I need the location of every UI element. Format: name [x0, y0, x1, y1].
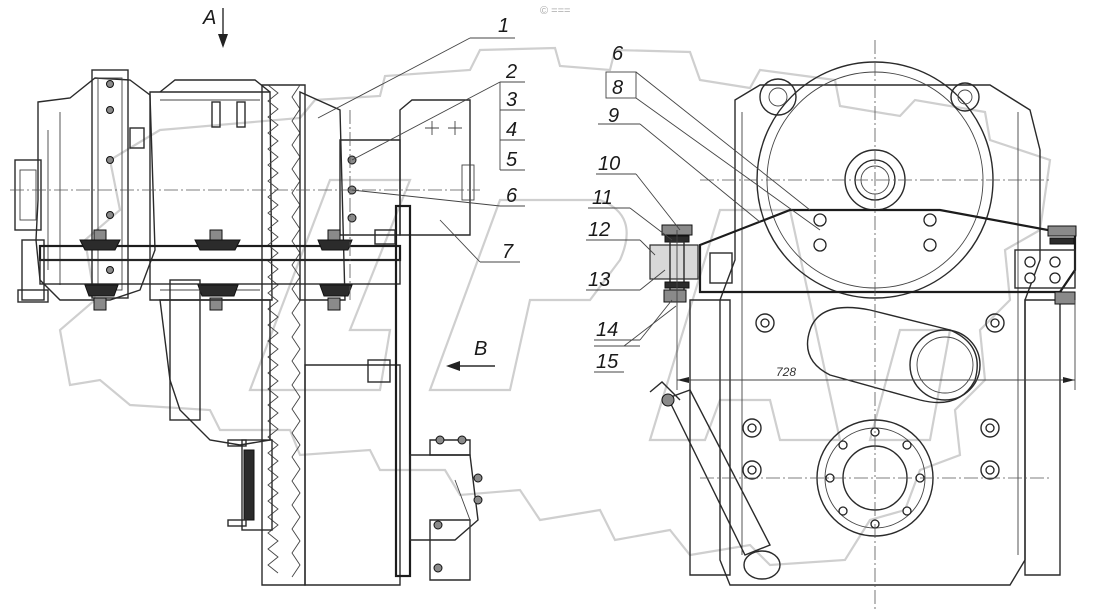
rubber-mount-right: [1047, 225, 1077, 305]
callout-3: 3: [506, 89, 517, 111]
callout-5: 5: [506, 149, 518, 171]
callout-9: 9: [608, 105, 619, 127]
callout-10: 10: [598, 153, 620, 175]
side-gear-rim: [261, 84, 306, 586]
engine-mounts: [79, 229, 353, 311]
rubber-mount-left: [649, 224, 699, 306]
corner-watermark-text: © ===: [540, 5, 570, 17]
front-view-assembly: 728: [649, 40, 1077, 609]
dimension-728: 728: [676, 300, 1076, 390]
dimension-text: 728: [776, 365, 796, 379]
view-a-label: A: [202, 7, 216, 29]
callout-15: 15: [596, 351, 619, 373]
callout-14: 14: [596, 319, 618, 341]
callout-11: 11: [592, 187, 613, 209]
right-callouts: 6 8 9 10 11 12 13 14 15: [586, 43, 821, 373]
callout-12: 12: [588, 219, 610, 241]
callout-6-right: 6: [612, 43, 624, 65]
callout-2: 2: [505, 61, 517, 83]
callout-8: 8: [612, 77, 623, 99]
callout-7: 7: [502, 241, 514, 263]
callout-1: 1: [498, 15, 509, 37]
view-b-indicator: B: [446, 338, 495, 371]
callout-13: 13: [588, 269, 610, 291]
side-view-assembly: [10, 69, 483, 586]
view-a-indicator: A: [202, 7, 228, 48]
left-callouts: 1 2 3 4 5 6 7: [317, 15, 525, 263]
view-b-label: B: [474, 338, 487, 360]
shift-lever: [649, 381, 781, 580]
callout-6-left: 6: [506, 185, 518, 207]
callout-4: 4: [506, 119, 517, 141]
flange-bolts: [106, 80, 114, 274]
